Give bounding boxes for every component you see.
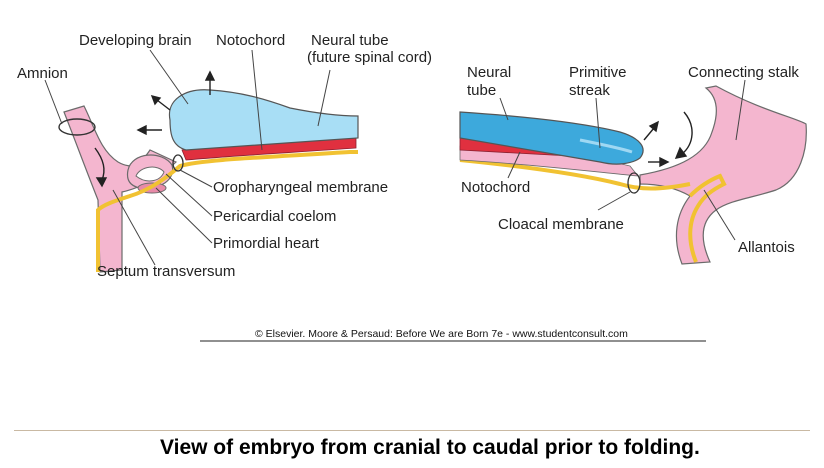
label-cloacal-membrane: Cloacal membrane	[498, 216, 624, 233]
label-developing-brain: Developing brain	[79, 32, 192, 49]
label-connecting-stalk: Connecting stalk	[688, 64, 799, 81]
label-oropharyngeal-membrane: Oropharyngeal membrane	[213, 179, 388, 196]
neural-tube-right-highlight	[579, 138, 633, 154]
folding-arrows-right	[643, 111, 693, 168]
label-septum-transversum: Septum transversum	[97, 263, 235, 280]
neural-tube-right	[459, 111, 644, 165]
amnion-loop	[58, 118, 96, 136]
amnion-tissue	[63, 105, 178, 273]
allantois-tube	[688, 173, 727, 263]
label-neural-tube-right-sub: tube	[467, 82, 496, 99]
connecting-stalk-tissue	[639, 85, 807, 265]
caudal-end-diagram: Neural tube Primitive streak Connecting …	[459, 64, 807, 265]
cloacal-loop	[627, 172, 641, 194]
label-primitive-streak-sub: streak	[569, 82, 610, 99]
endoderm-line-left	[96, 150, 358, 272]
label-neural-tube-left: Neural tube	[311, 32, 389, 49]
label-primordial-heart: Primordial heart	[213, 235, 320, 252]
endoderm-line-right	[459, 158, 691, 191]
label-neural-tube-left-sub: (future spinal cord)	[307, 49, 432, 66]
embryo-diagram: Amnion Developing brain Notochord Neural…	[17, 32, 807, 342]
credit-text: © Elsevier. Moore & Persaud: Before We a…	[255, 328, 628, 340]
label-neural-tube-right: Neural	[467, 64, 511, 81]
label-notochord-left: Notochord	[216, 32, 285, 49]
label-primitive-streak: Primitive	[569, 64, 627, 81]
label-amnion: Amnion	[17, 65, 68, 82]
label-pericardial-coelom: Pericardial coelom	[213, 208, 336, 225]
cranial-end-diagram: Amnion Developing brain Notochord Neural…	[17, 32, 432, 280]
leader-lines-right	[499, 79, 746, 241]
slide-caption: View of embryo from cranial to caudal pr…	[160, 436, 700, 459]
folding-arrows-left	[94, 70, 216, 188]
label-allantois: Allantois	[738, 239, 795, 256]
pericardial-coelom-cavity	[135, 166, 165, 182]
caption-divider	[14, 430, 810, 431]
leader-lines-left	[44, 49, 331, 266]
oropharyngeal-loop	[172, 154, 184, 172]
label-notochord-right: Notochord	[461, 179, 530, 196]
